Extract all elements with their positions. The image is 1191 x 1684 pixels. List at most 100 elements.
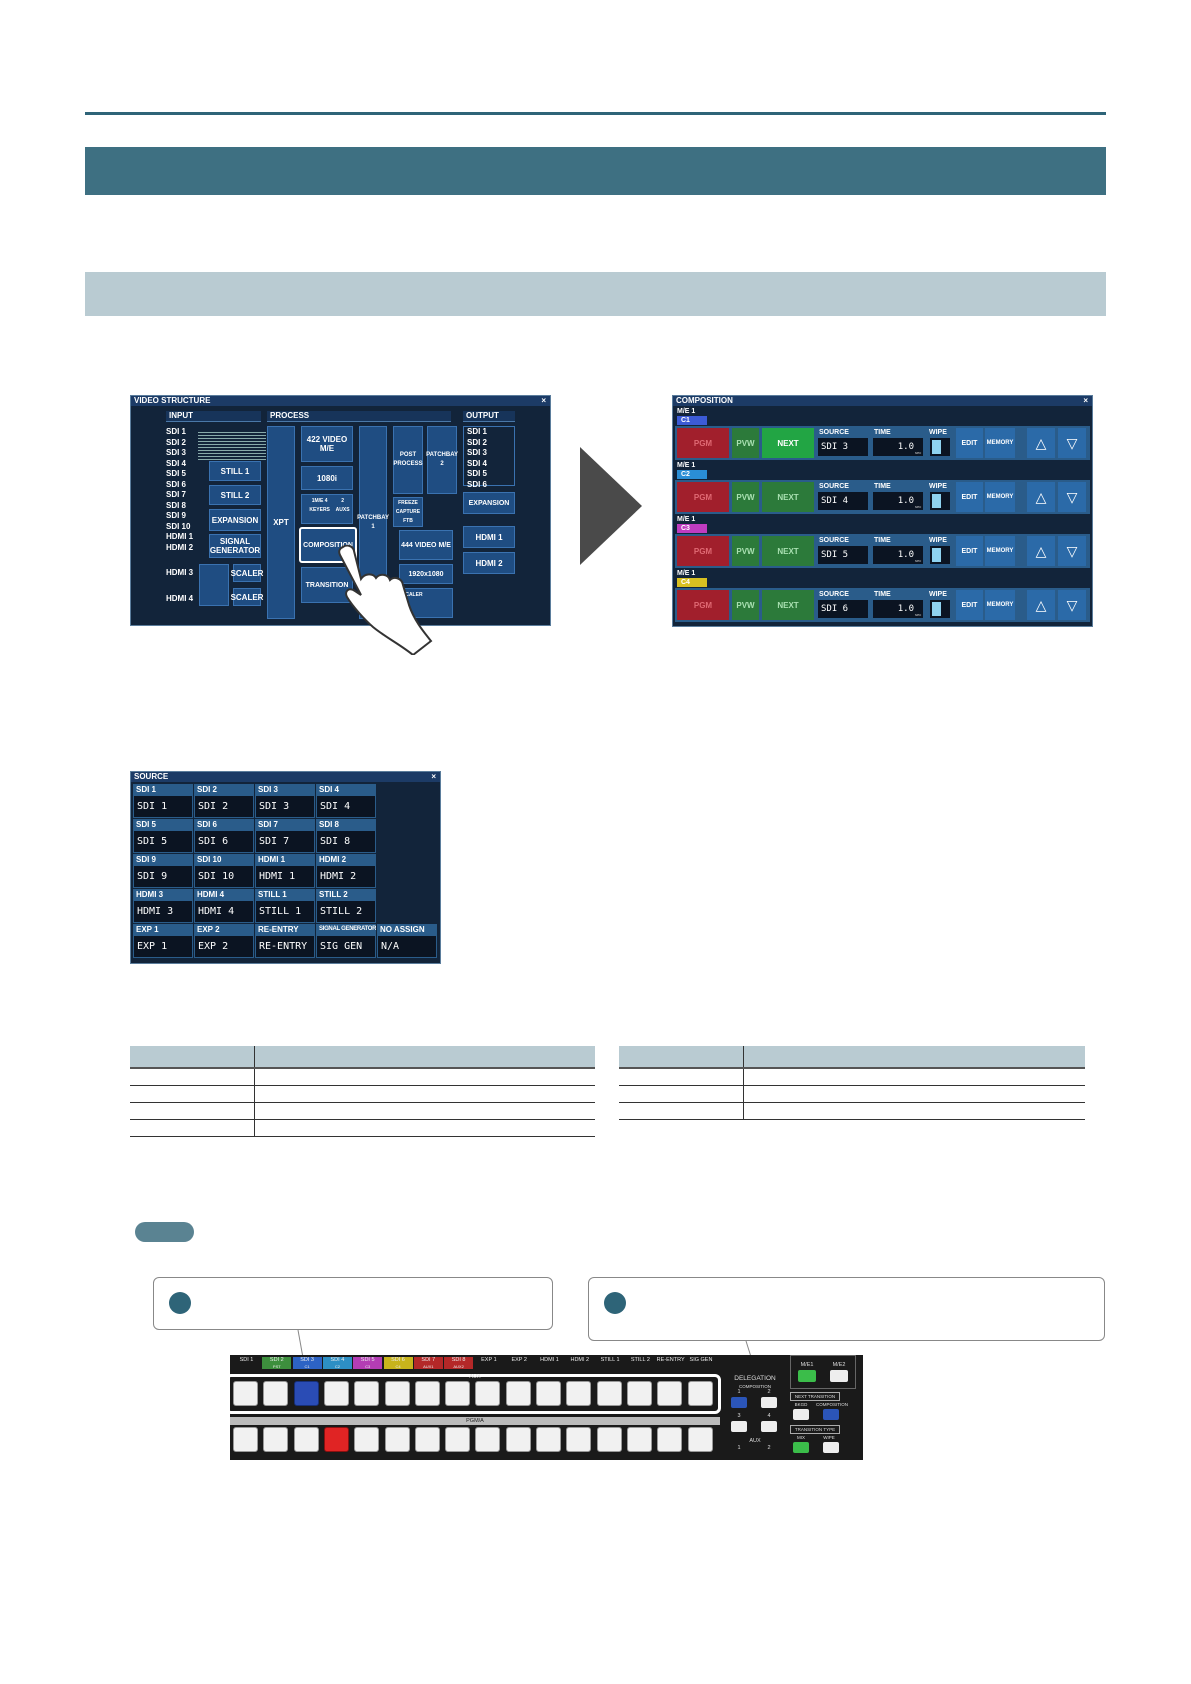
wipe-toggle[interactable] bbox=[929, 599, 951, 619]
aux-source-button[interactable] bbox=[233, 1381, 258, 1406]
me2-button[interactable] bbox=[830, 1370, 848, 1382]
close-icon[interactable]: × bbox=[431, 772, 436, 781]
input-item[interactable]: SDI 3 bbox=[166, 448, 187, 457]
output-item[interactable]: SDI 4 bbox=[467, 458, 488, 468]
pgm-source-button[interactable] bbox=[566, 1427, 592, 1452]
close-icon[interactable]: × bbox=[541, 396, 546, 405]
scaler-block-1[interactable]: SCALER bbox=[231, 564, 263, 582]
format-1080i-block[interactable]: 1080i bbox=[301, 466, 353, 490]
edit-button[interactable]: EDIT bbox=[956, 536, 983, 566]
delegation-button-4[interactable] bbox=[761, 1421, 777, 1432]
wipe-toggle[interactable] bbox=[929, 545, 951, 565]
aux-source-button[interactable] bbox=[657, 1381, 683, 1406]
input-item[interactable]: SDI 7 bbox=[166, 490, 187, 499]
down-arrow-icon[interactable]: ▽ bbox=[1058, 590, 1086, 620]
pgm-source-button[interactable] bbox=[263, 1427, 289, 1452]
output-item[interactable]: SDI 5 bbox=[467, 469, 488, 478]
aux-source-button[interactable] bbox=[354, 1381, 380, 1406]
aux-source-button[interactable] bbox=[536, 1381, 561, 1406]
output-item[interactable]: SDI 2 bbox=[467, 437, 488, 447]
aux-source-button[interactable] bbox=[687, 1381, 713, 1406]
pgm-source-button[interactable] bbox=[505, 1427, 531, 1452]
pvw-button[interactable]: PVW bbox=[732, 536, 759, 566]
input-item[interactable]: SDI 5 bbox=[166, 469, 187, 478]
format-1920-block[interactable]: 1920x1080 bbox=[399, 564, 453, 584]
next-button[interactable]: NEXT bbox=[762, 482, 814, 512]
input-item[interactable]: HDMI 2 bbox=[166, 542, 194, 552]
up-arrow-icon[interactable]: △ bbox=[1027, 482, 1055, 512]
input-item[interactable]: SDI 10 bbox=[166, 521, 191, 531]
memory-button[interactable]: MEMORY bbox=[985, 482, 1015, 512]
input-item[interactable]: SDI 2 bbox=[166, 437, 187, 447]
time-field[interactable]: 1.0 bbox=[872, 491, 924, 511]
source-field[interactable]: SDI 6 bbox=[817, 599, 869, 619]
aux-source-button[interactable] bbox=[626, 1381, 652, 1406]
pgm-source-button[interactable] bbox=[626, 1427, 652, 1452]
output-hdmi1-block[interactable]: HDMI 1 bbox=[463, 526, 515, 548]
hdmi4-input[interactable]: HDMI 4 bbox=[166, 594, 194, 603]
edit-button[interactable]: EDIT bbox=[956, 482, 983, 512]
transition-block[interactable]: TRANSITION bbox=[301, 567, 353, 603]
pgm-source-button[interactable] bbox=[475, 1427, 501, 1452]
pgm-source-button[interactable] bbox=[596, 1427, 622, 1452]
pgm-button[interactable]: PGM bbox=[677, 536, 729, 566]
down-arrow-icon[interactable]: ▽ bbox=[1058, 482, 1086, 512]
me1-button[interactable] bbox=[798, 1370, 816, 1382]
time-field[interactable]: 1.0 bbox=[872, 437, 924, 457]
output-hdmi2-block[interactable]: HDMI 2 bbox=[463, 552, 515, 574]
hdmi3-input[interactable]: HDMI 3 bbox=[166, 568, 194, 577]
mix-button[interactable] bbox=[793, 1442, 809, 1453]
wipe-button[interactable] bbox=[823, 1442, 839, 1453]
pvw-button[interactable]: PVW bbox=[732, 482, 759, 512]
wipe-toggle[interactable] bbox=[929, 437, 951, 457]
source-field[interactable]: SDI 3 bbox=[817, 437, 869, 457]
aux-source-button[interactable] bbox=[475, 1381, 501, 1406]
source-field[interactable]: SDI 4 bbox=[817, 491, 869, 511]
input-item[interactable]: SDI 6 bbox=[166, 479, 187, 489]
input-item[interactable]: SDI 4 bbox=[166, 458, 187, 468]
still1-block[interactable]: STILL 1 bbox=[209, 461, 261, 481]
pgm-source-button[interactable] bbox=[414, 1427, 440, 1452]
source-field[interactable]: SDI 5 bbox=[817, 545, 869, 565]
aux-source-button[interactable] bbox=[263, 1381, 289, 1406]
aux-source-button[interactable] bbox=[323, 1381, 349, 1406]
pgm-source-button[interactable] bbox=[445, 1427, 471, 1452]
still2-block[interactable]: STILL 2 bbox=[209, 485, 261, 505]
me422-block[interactable]: 422 VIDEO M/E bbox=[301, 426, 353, 462]
pgm-source-button[interactable] bbox=[233, 1427, 258, 1452]
memory-button[interactable]: MEMORY bbox=[985, 428, 1015, 458]
delegation-button-3[interactable] bbox=[731, 1421, 747, 1432]
pgm-source-button[interactable] bbox=[536, 1427, 561, 1452]
aux-source-button[interactable] bbox=[445, 1381, 471, 1406]
edit-button[interactable]: EDIT bbox=[956, 428, 983, 458]
time-field[interactable]: 1.0 bbox=[872, 545, 924, 565]
input-item[interactable]: SDI 1 bbox=[166, 427, 187, 436]
memory-button[interactable]: MEMORY bbox=[985, 590, 1015, 620]
composition-button[interactable] bbox=[823, 1409, 839, 1420]
pvw-button[interactable]: PVW bbox=[732, 428, 759, 458]
down-arrow-icon[interactable]: ▽ bbox=[1058, 428, 1086, 458]
input-item[interactable]: SDI 9 bbox=[166, 511, 187, 520]
aux-source-button[interactable] bbox=[596, 1381, 622, 1406]
pgm-source-button[interactable] bbox=[384, 1427, 410, 1452]
pgm-button[interactable]: PGM bbox=[677, 590, 729, 620]
output-expansion-block[interactable]: EXPANSION bbox=[463, 492, 515, 514]
up-arrow-icon[interactable]: △ bbox=[1027, 536, 1055, 566]
aux-source-button[interactable] bbox=[505, 1381, 531, 1406]
next-button[interactable]: NEXT bbox=[762, 428, 814, 458]
pgm-source-button[interactable] bbox=[354, 1427, 380, 1452]
delegation-button-1[interactable] bbox=[731, 1397, 747, 1408]
up-arrow-icon[interactable]: △ bbox=[1027, 590, 1055, 620]
